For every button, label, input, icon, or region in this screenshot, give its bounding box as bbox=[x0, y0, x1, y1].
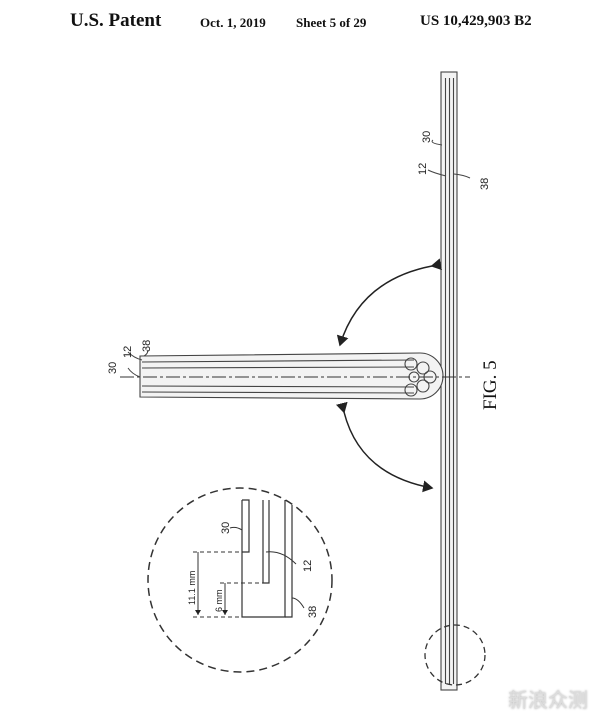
dimension-label-6mm: 6 mm bbox=[214, 590, 224, 613]
fold-arrow-lower bbox=[335, 401, 434, 493]
patent-date: Oct. 1, 2019 bbox=[200, 15, 266, 30]
folded-panel bbox=[139, 352, 444, 400]
fold-label-38: 38 bbox=[141, 340, 153, 352]
leader-line bbox=[431, 139, 443, 146]
label-30: 30 bbox=[421, 131, 433, 143]
leader-line bbox=[143, 349, 149, 357]
detail-label-12: 12 bbox=[302, 560, 314, 572]
leader-line bbox=[127, 367, 141, 378]
detail-label-30: 30 bbox=[220, 522, 232, 534]
sheet-number: Sheet 5 of 29 bbox=[296, 15, 367, 30]
dimension-guides bbox=[193, 551, 263, 618]
dimension-label-11mm: 11.1 mm bbox=[187, 571, 197, 605]
detail-layers bbox=[241, 499, 293, 618]
unfolded-panel bbox=[440, 71, 458, 691]
fold-label-30: 30 bbox=[107, 362, 119, 374]
detail-label-38: 38 bbox=[307, 606, 319, 618]
label-12: 12 bbox=[417, 163, 429, 175]
figure-caption: FIG. 5 bbox=[480, 360, 501, 410]
leader-line bbox=[427, 169, 447, 177]
patent-number: US 10,429,903 B2 bbox=[420, 13, 532, 29]
leader-line bbox=[453, 173, 471, 179]
watermark-logo: 新浪众测 bbox=[508, 688, 588, 712]
detail-marker-circle bbox=[424, 624, 486, 686]
patent-title: U.S. Patent bbox=[70, 10, 162, 31]
fold-arrow-upper bbox=[336, 258, 442, 347]
fold-label-12: 12 bbox=[122, 346, 134, 358]
detail-circle bbox=[147, 487, 333, 673]
label-38: 38 bbox=[479, 178, 491, 190]
leader-line bbox=[127, 351, 143, 361]
